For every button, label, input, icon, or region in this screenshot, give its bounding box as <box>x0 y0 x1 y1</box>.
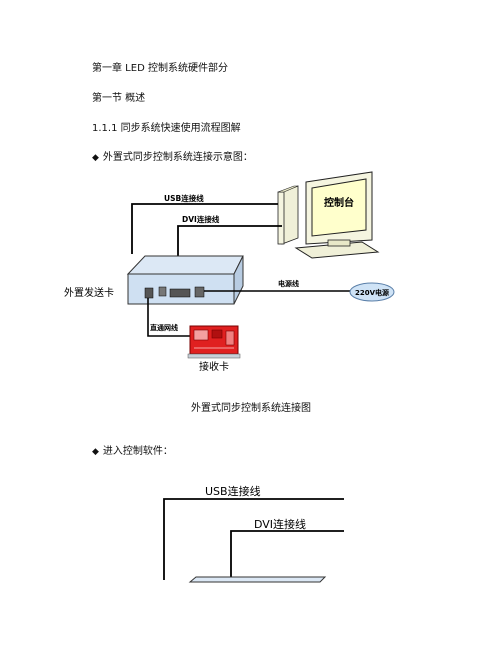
monitor-icon <box>294 171 380 259</box>
computer-tower-icon <box>277 185 299 245</box>
usb-cable-label-2: USB连接线 <box>205 484 261 498</box>
power-source-icon <box>349 282 395 302</box>
usb-cable-label: USB连接线 <box>164 193 204 203</box>
receiver-card-label: 接收卡 <box>199 360 229 373</box>
figure-caption: 外置式同步控制系统连接图 <box>191 403 311 414</box>
network-cable <box>147 298 190 337</box>
power-cable-label: 电源线 <box>278 279 299 288</box>
sender-card-device <box>126 255 244 305</box>
chapter-heading: 第一章 LED 控制系统硬件部分 <box>92 63 228 74</box>
dvi-cable-label-2: DVI连接线 <box>254 517 306 531</box>
usb-cable <box>131 203 278 254</box>
section-heading: 第一节 概述 <box>92 93 146 104</box>
diagram-1: 控制台 USB连接线 DVI连接线 外置发送卡 电源线 220V电源 直通网线 <box>64 171 395 373</box>
bullet-item-software: ◆进入控制软件： <box>92 446 173 458</box>
power-source-label: 220V电源 <box>355 288 389 297</box>
console-label: 控制台 <box>324 196 354 209</box>
bullet-text: 外置式同步控制系统连接示意图： <box>102 152 253 163</box>
usb-cable-2 <box>163 498 344 580</box>
diamond-bullet-icon: ◆ <box>92 447 99 457</box>
subsection-heading: 1.1.1 同步系统快速使用流程图解 <box>92 123 241 134</box>
bullet-text: 进入控制软件： <box>102 446 173 457</box>
network-cable-label: 直通网线 <box>150 323 178 332</box>
dvi-cable <box>177 225 282 258</box>
dvi-cable-label: DVI连接线 <box>182 214 220 224</box>
sender-card-label: 外置发送卡 <box>64 286 114 299</box>
diagram-2: USB连接线 DVI连接线 <box>163 484 344 583</box>
diamond-bullet-icon: ◆ <box>92 153 99 163</box>
bullet-item-connection: ◆外置式同步控制系统连接示意图： <box>92 152 253 164</box>
receiver-card-device <box>187 325 241 359</box>
sender-card-device-2 <box>188 576 327 583</box>
dvi-cable-2 <box>230 530 344 580</box>
